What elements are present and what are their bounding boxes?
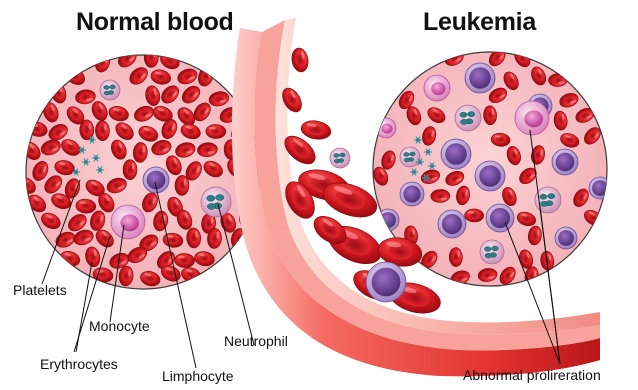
neutrophil — [330, 148, 350, 168]
red-blood-cell — [175, 175, 190, 195]
lymphocyte — [438, 210, 466, 238]
neutrophil — [455, 105, 481, 131]
lymphocyte — [589, 177, 611, 199]
monocyte-label: Monocyte — [89, 318, 150, 334]
red-blood-cell — [123, 160, 137, 180]
normal-blood-circle — [14, 47, 264, 289]
lymphocyte — [377, 209, 399, 231]
neutrophil-label: Neutrophil — [224, 333, 288, 349]
monocyte — [111, 205, 145, 239]
lymphocyte — [475, 161, 505, 191]
limphocyte-label: Limphocyte — [162, 368, 234, 384]
lymphocyte — [441, 139, 471, 169]
lymphocyte — [486, 204, 514, 232]
red-blood-cell — [80, 120, 94, 140]
erythrocytes-label: Erythrocytes — [40, 356, 118, 372]
abnormal-proliferation-label: Abnormal prolireration — [463, 367, 601, 383]
leukemia-title: Leukemia — [423, 8, 536, 37]
neutrophil — [201, 187, 231, 217]
monocyte — [424, 75, 450, 101]
red-blood-cell — [290, 47, 310, 73]
lymphocyte — [555, 227, 577, 249]
neutrophil — [400, 147, 420, 167]
red-blood-cell — [206, 124, 226, 139]
monocyte — [515, 101, 549, 135]
neutrophil — [480, 240, 504, 264]
normal-blood-title: Normal blood — [76, 8, 234, 37]
lymphocyte — [143, 167, 169, 193]
lymphocyte — [366, 262, 406, 302]
neutrophil — [100, 80, 120, 100]
lymphocyte — [552, 149, 578, 175]
red-blood-cell — [144, 47, 158, 67]
platelets-label: Platelets — [13, 282, 67, 298]
red-blood-cell — [464, 209, 483, 222]
lymphocyte — [400, 182, 424, 206]
monocyte — [376, 118, 396, 138]
red-blood-cell — [300, 119, 333, 142]
lymphocyte — [465, 63, 495, 93]
